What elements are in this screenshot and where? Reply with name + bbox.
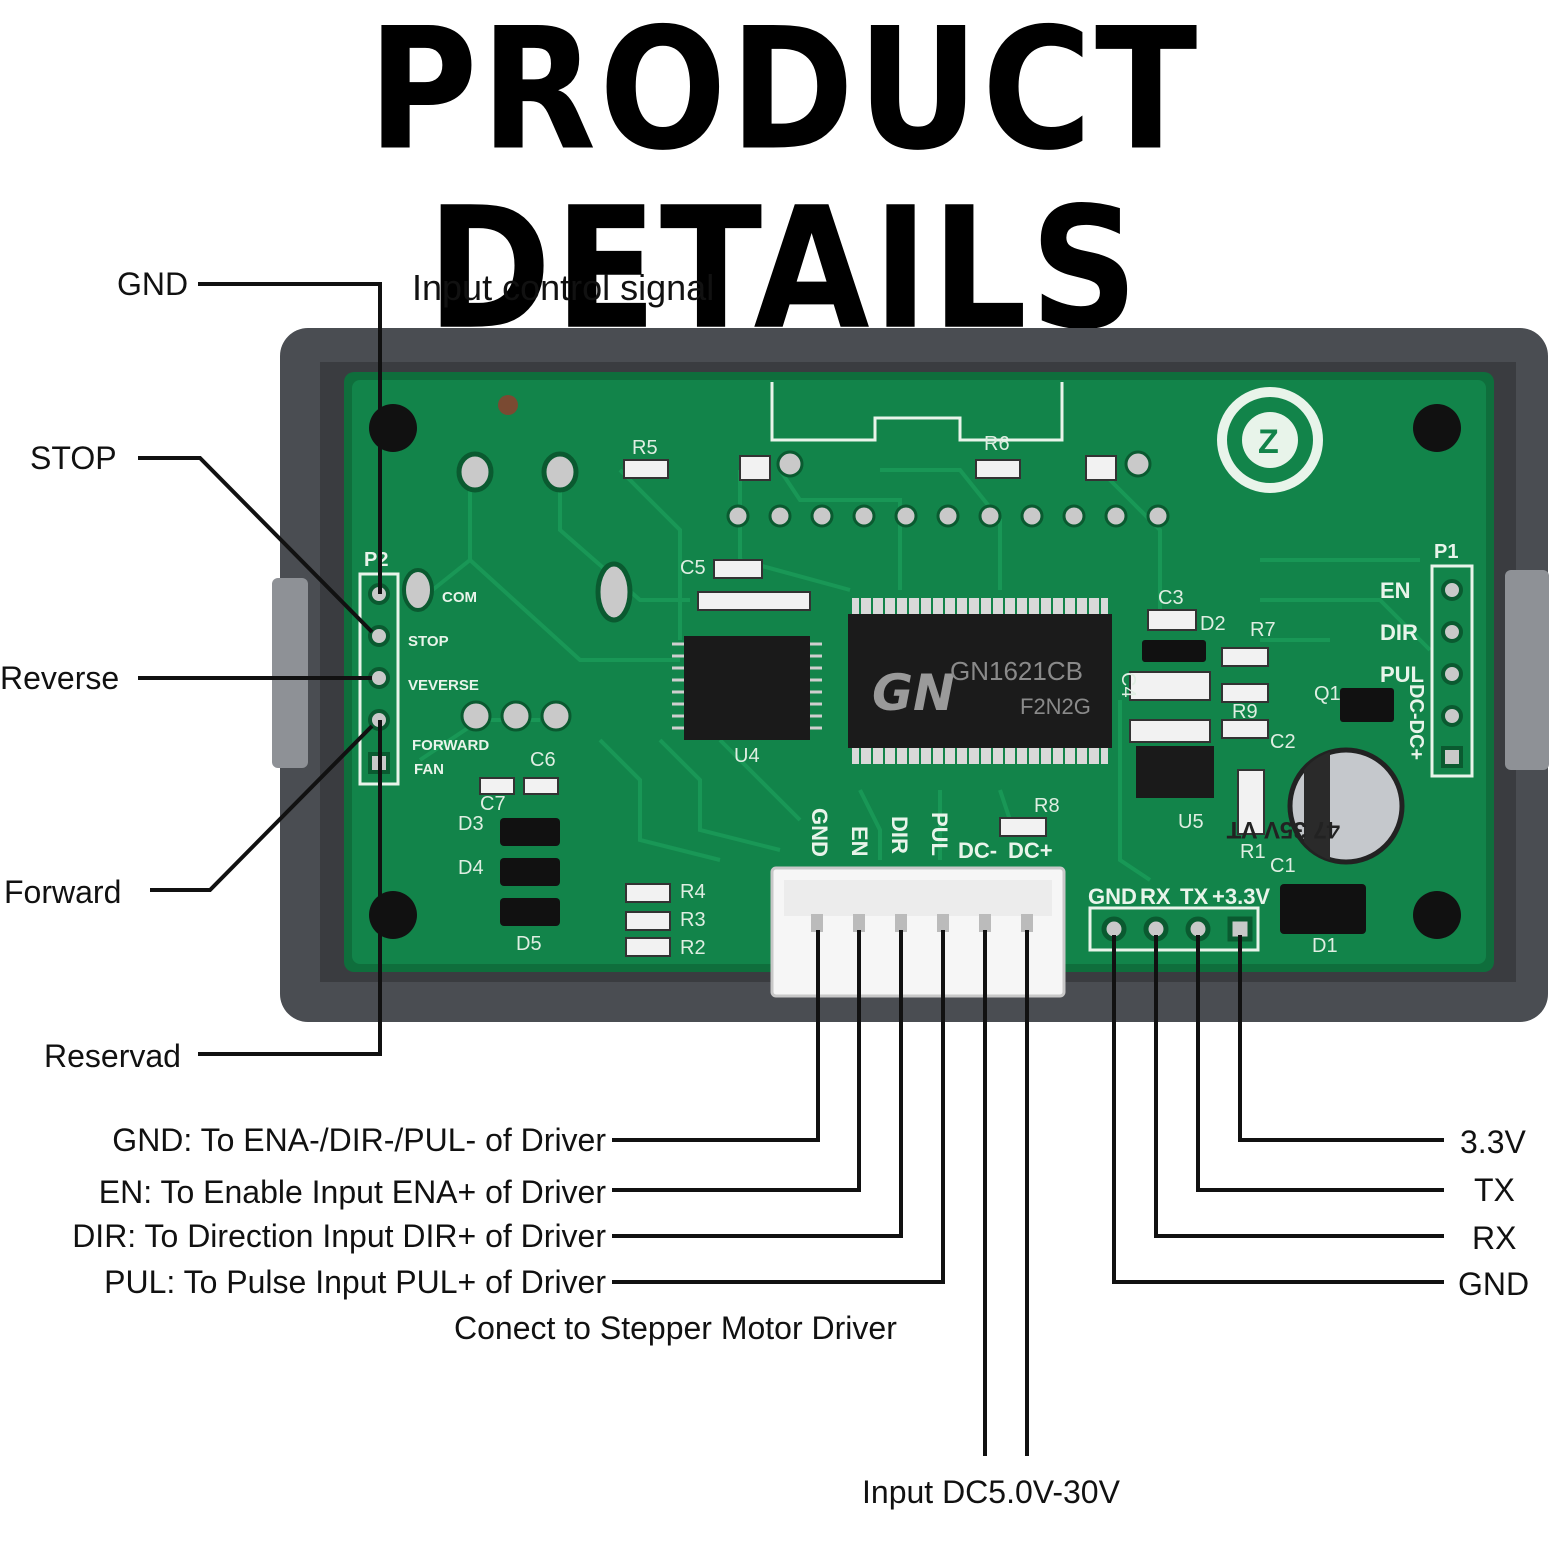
svg-text:D1: D1 — [1312, 935, 1338, 957]
svg-text:R8: R8 — [1034, 795, 1060, 817]
serial-rx-label: RX — [1472, 1220, 1517, 1256]
svg-text:+3.3V: +3.3V — [1212, 884, 1270, 909]
svg-text:R3: R3 — [680, 909, 706, 931]
svg-text:VEVERSE: VEVERSE — [408, 677, 479, 694]
svg-text:FAN: FAN — [414, 761, 444, 778]
wire-driver-pul — [612, 930, 945, 1284]
svg-text:F2N2G: F2N2G — [1020, 694, 1091, 719]
svg-text:D3: D3 — [458, 813, 484, 835]
serial-tx-label: TX — [1474, 1172, 1515, 1208]
forward-pin-label: Forward — [4, 874, 122, 910]
driver-dir-label: DIR: To Direction Input DIR+ of Driver — [72, 1218, 606, 1254]
svg-text:PUL: PUL — [927, 812, 952, 856]
svg-text:D5: D5 — [516, 933, 542, 955]
svg-text:C1: C1 — [1270, 855, 1296, 877]
svg-text:C5: C5 — [680, 557, 706, 579]
svg-text:R5: R5 — [632, 437, 658, 459]
svg-text:EN: EN — [847, 826, 872, 857]
svg-text:U5: U5 — [1178, 811, 1204, 833]
wire-serial-3v3 — [1238, 935, 1444, 1142]
svg-text:P1: P1 — [1434, 541, 1458, 563]
gnd-pin-label: GND — [117, 266, 189, 302]
svg-text:R2: R2 — [680, 937, 706, 959]
wire-driver-gnd — [612, 930, 820, 1142]
svg-text:GND: GND — [1088, 884, 1137, 909]
serial-gnd-label: GND — [1458, 1266, 1530, 1302]
svg-text:TX: TX — [1180, 884, 1208, 909]
svg-text:R1: R1 — [1240, 841, 1266, 863]
svg-text:C7: C7 — [480, 793, 506, 815]
svg-text:RX: RX — [1140, 884, 1171, 909]
svg-text:GN1621CB: GN1621CB — [950, 656, 1083, 686]
svg-text:R4: R4 — [680, 881, 706, 903]
svg-text:C3: C3 — [1158, 587, 1184, 609]
driver-pul-label: PUL: To Pulse Input PUL+ of Driver — [104, 1264, 606, 1300]
svg-text:D2: D2 — [1200, 613, 1226, 635]
svg-text:D4: D4 — [458, 857, 484, 879]
svg-text:C2: C2 — [1270, 731, 1296, 753]
wire-gnd — [198, 282, 382, 594]
svg-text:FORWARD: FORWARD — [412, 737, 489, 754]
serial-3v3-label: 3.3V — [1460, 1124, 1526, 1160]
svg-text:GN: GN — [872, 664, 955, 722]
driver-gnd-label: GND: To ENA-/DIR-/PUL- of Driver — [112, 1122, 606, 1158]
power-input-label: Input DC5.0V-30V — [862, 1474, 1120, 1510]
svg-text:EN: EN — [1380, 578, 1411, 603]
svg-text:R9: R9 — [1232, 701, 1258, 723]
wire-serial-gnd — [1112, 935, 1444, 1284]
enclosure-clip-right — [1505, 570, 1549, 770]
svg-text:P2: P2 — [364, 549, 388, 571]
svg-text:STOP: STOP — [408, 633, 449, 650]
wire-reserved — [198, 720, 382, 1056]
svg-text:DC+: DC+ — [1008, 838, 1053, 863]
svg-text:DIR: DIR — [887, 816, 912, 854]
main-chip — [848, 614, 1112, 748]
svg-text:DC-DC+: DC-DC+ — [1405, 684, 1427, 760]
page-title: PRODUCT DETAILS — [367, 0, 1201, 368]
svg-text:GND: GND — [807, 808, 832, 857]
svg-text:R7: R7 — [1250, 619, 1276, 641]
svg-text:R6: R6 — [984, 433, 1010, 455]
svg-text:C4: C4 — [1117, 672, 1139, 698]
svg-text:Q1: Q1 — [1314, 683, 1341, 705]
stop-pin-label: STOP — [30, 440, 117, 476]
wire-serial-rx — [1154, 935, 1444, 1238]
wire-forward — [150, 724, 374, 892]
svg-text:U4: U4 — [734, 745, 760, 767]
input-control-signal-label: Input control signal — [412, 267, 715, 308]
svg-text:DIR: DIR — [1380, 620, 1418, 645]
wire-stop — [138, 456, 374, 634]
svg-text:C6: C6 — [530, 749, 556, 771]
svg-text:47 35V VT: 47 35V VT — [1226, 816, 1340, 843]
wire-serial-tx — [1196, 935, 1444, 1192]
wire-driver-dir — [612, 930, 903, 1238]
svg-text:Z: Z — [1258, 423, 1279, 461]
svg-text:PUL: PUL — [1380, 662, 1424, 687]
svg-text:DC-: DC- — [958, 838, 997, 863]
reverse-pin-label: Reverse — [0, 660, 120, 696]
enclosure-clip-left — [272, 578, 308, 768]
reserved-pin-label: Reservad — [44, 1038, 181, 1074]
wire-driver-en — [612, 930, 861, 1192]
driver-group-label: Conect to Stepper Motor Driver — [454, 1310, 897, 1346]
driver-en-label: EN: To Enable Input ENA+ of Driver — [98, 1174, 606, 1210]
svg-text:COM: COM — [442, 589, 477, 606]
